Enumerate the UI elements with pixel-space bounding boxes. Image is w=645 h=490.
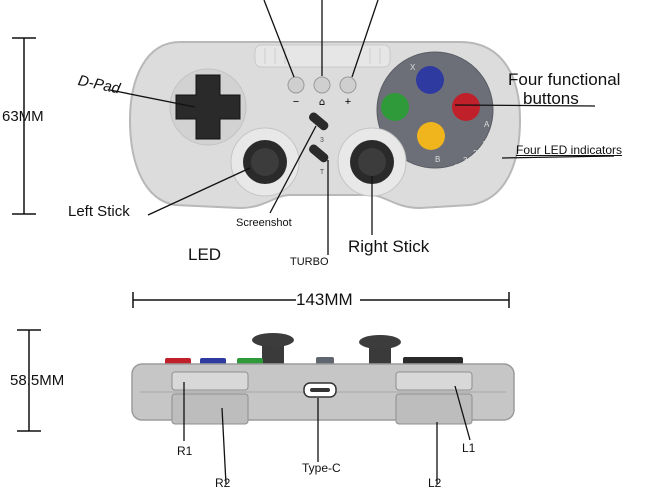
controller-top-view: − ⌂ + 3 T X A B Y 1 2 3 4 xyxy=(128,41,522,210)
dimension-58-5mm xyxy=(17,329,41,432)
l2-button[interactable] xyxy=(395,393,473,425)
label-b: B xyxy=(435,155,440,164)
dimension-143mm xyxy=(132,292,510,308)
front-right-stick-cap[interactable] xyxy=(359,335,401,349)
front-left-stick-cap[interactable] xyxy=(252,333,294,347)
button-b[interactable] xyxy=(417,122,445,150)
l2-label: L2 xyxy=(428,476,442,490)
label-y: Y xyxy=(371,105,377,114)
label-a: A xyxy=(484,120,490,129)
minus-marking: − xyxy=(293,96,299,108)
four-functional-label-line2: buttons xyxy=(523,89,579,108)
button-x[interactable] xyxy=(416,66,444,94)
home-icon: ⌂ xyxy=(319,97,325,108)
dimension-63mm xyxy=(12,37,36,215)
led-1: 1 xyxy=(482,140,487,149)
front-dark-bar xyxy=(403,357,463,365)
home-button[interactable] xyxy=(313,76,331,94)
callout-lines-top xyxy=(109,0,615,255)
led-4: 4 xyxy=(453,163,458,172)
type-c-label: Type-C xyxy=(302,461,341,475)
r1-button[interactable] xyxy=(171,371,249,391)
turbo-marking: T xyxy=(320,169,325,176)
height-bottom-label: 58.5MM xyxy=(10,372,65,389)
left-stick-label: Left Stick xyxy=(68,203,130,220)
screenshot-label: Screenshot xyxy=(236,217,292,229)
button-plate xyxy=(376,51,494,169)
dpad[interactable] xyxy=(175,74,241,140)
r2-button[interactable] xyxy=(171,393,249,425)
r1-label: R1 xyxy=(177,444,193,458)
l1-button[interactable] xyxy=(395,371,473,391)
width-label: 143MM xyxy=(296,290,353,309)
plus-button[interactable] xyxy=(339,76,357,94)
type-c-slot xyxy=(310,388,330,392)
turbo-label: TURBO xyxy=(290,256,329,268)
button-a[interactable] xyxy=(452,93,480,121)
minus-button[interactable] xyxy=(287,76,305,94)
controller-front-view xyxy=(131,333,515,425)
right-stick-label: Right Stick xyxy=(348,237,430,256)
led-label: LED xyxy=(188,245,222,264)
plus-marking: + xyxy=(345,96,351,108)
height-top-label: 63MM xyxy=(2,108,44,125)
four-functional-label-line1: Four functional xyxy=(508,70,621,89)
screenshot-button[interactable] xyxy=(307,111,330,132)
led-2: 2 xyxy=(473,149,478,158)
front-small-button[interactable] xyxy=(316,357,334,365)
r2-label: R2 xyxy=(215,476,231,490)
l1-label: L1 xyxy=(462,441,476,455)
button-y[interactable] xyxy=(381,93,409,121)
callout-lines-front xyxy=(183,382,471,485)
ridge-lines xyxy=(264,48,381,64)
led-3: 3 xyxy=(463,156,468,165)
label-x: X xyxy=(410,63,416,72)
four-led-label: Four LED indicators xyxy=(516,143,623,157)
led-3-small: 3 xyxy=(320,137,324,144)
turbo-button[interactable] xyxy=(307,143,330,164)
right-stick-cap xyxy=(358,148,386,176)
left-stick-cap xyxy=(251,148,279,176)
